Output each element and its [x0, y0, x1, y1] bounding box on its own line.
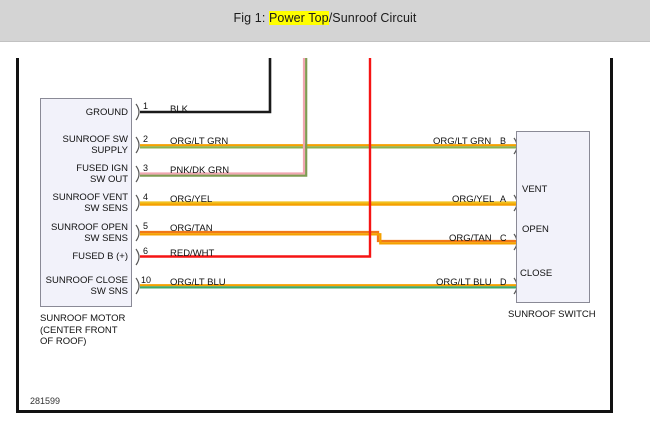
diagram-serial-number: 281599 — [30, 396, 61, 406]
left-connector-arcs — [135, 103, 140, 295]
wire-name-right-org-tan: ORG/TAN — [449, 233, 492, 244]
pin-number-6: 6 — [143, 246, 149, 256]
motor-caption-line3: OF ROOF) — [40, 336, 87, 347]
terminal-label-fused-b-plus: FUSED B (+) — [40, 251, 128, 262]
figure-caption-prefix: Fig 1: — [233, 11, 269, 25]
terminal-label-line1: GROUND — [85, 107, 128, 118]
wire-pnk-dk-grn — [140, 58, 308, 177]
pin-letter-b: B — [500, 136, 507, 146]
pin-letter-d: D — [500, 277, 507, 287]
wire-name-right-org-yel: ORG/YEL — [452, 194, 495, 205]
switch-block-caption: SUNROOF SWITCH — [508, 309, 596, 320]
terminal-label-line1: SUNROOF VENT — [52, 192, 128, 203]
pin-number-2: 2 — [143, 134, 149, 144]
wire-org-lt-blu — [140, 284, 516, 289]
terminal-label-line2: SW SENS — [84, 233, 128, 244]
wire-org-tan — [140, 230, 516, 245]
terminal-label-line2: SUPPLY — [91, 145, 128, 156]
motor-block-caption: SUNROOF MOTOR (CENTER FRONT OF ROOF) — [40, 313, 125, 348]
figure-caption-highlight: Power Top — [268, 11, 329, 25]
pin-number-10: 10 — [141, 275, 152, 285]
motor-caption-line1: SUNROOF MOTOR — [40, 313, 126, 324]
switch-throw-label-close: CLOSE — [520, 268, 553, 279]
pin-number-3: 3 — [143, 163, 149, 173]
terminal-label-sunroof-sw-supply: SUNROOF SW SUPPLY — [40, 134, 128, 156]
pin-number-1: 1 — [143, 101, 149, 111]
wire-name-org-lt-blu: ORG/LT BLU — [170, 277, 226, 288]
figure-caption-suffix: /Sunroof Circuit — [328, 11, 417, 25]
switch-throw-label-vent: VENT — [522, 184, 548, 195]
terminal-label-line1: SUNROOF SW — [62, 134, 128, 145]
terminal-label-line1: SUNROOF CLOSE — [45, 275, 128, 286]
terminal-label-line1: FUSED IGN — [76, 163, 128, 174]
terminal-label-line1: SUNROOF OPEN — [50, 222, 128, 233]
terminal-label-line2: SW SENS — [84, 203, 128, 214]
wire-blk — [140, 58, 272, 114]
terminal-label-sunroof-open-sw-sens: SUNROOF OPEN SW SENS — [36, 222, 128, 244]
terminal-label-line1: FUSED B (+) — [72, 251, 128, 262]
figure-caption: Fig 1: Power Top/Sunroof Circuit — [0, 11, 650, 25]
wire-name-org-tan: ORG/TAN — [170, 223, 213, 234]
pin-letter-a: A — [500, 194, 507, 204]
pin-number-5: 5 — [143, 221, 149, 231]
terminal-label-line2: SW OUT — [90, 174, 128, 185]
wire-name-right-org-lt-blu: ORG/LT BLU — [436, 277, 492, 288]
terminal-label-line2: SW SNS — [90, 286, 128, 297]
terminal-label-sunroof-vent-sw-sens: SUNROOF VENT SW SENS — [36, 192, 128, 214]
wire-org-lt-grn — [140, 144, 516, 149]
terminal-label-sunroof-close-sw-sns: SUNROOF CLOSE SW SNS — [34, 275, 128, 297]
pin-number-4: 4 — [143, 192, 149, 202]
wire-name-red-wht: RED/WHT — [170, 248, 215, 259]
motor-caption-line2: (CENTER FRONT — [40, 324, 118, 336]
switch-throw-label-open: OPEN — [522, 224, 549, 235]
pin-letter-c: C — [500, 233, 507, 243]
wire-name-pnk-dk-grn: PNK/DK GRN — [170, 165, 230, 176]
wire-name-org-yel: ORG/YEL — [170, 194, 213, 205]
sunroof-motor-connector-block[interactable] — [40, 98, 132, 307]
terminal-label-fused-ign-sw-out: FUSED IGN SW OUT — [40, 163, 128, 185]
terminal-label-ground: GROUND — [40, 107, 128, 118]
wire-org-yel — [140, 201, 516, 206]
diagram-frame — [16, 58, 613, 413]
wire-red-wht — [140, 58, 372, 258]
wire-name-blk: BLK — [170, 104, 188, 115]
sunroof-switch-connector-block[interactable] — [516, 131, 590, 303]
wire-name-right-org-lt-grn: ORG/LT GRN — [433, 136, 492, 147]
wire-name-org-lt-grn: ORG/LT GRN — [170, 136, 229, 147]
